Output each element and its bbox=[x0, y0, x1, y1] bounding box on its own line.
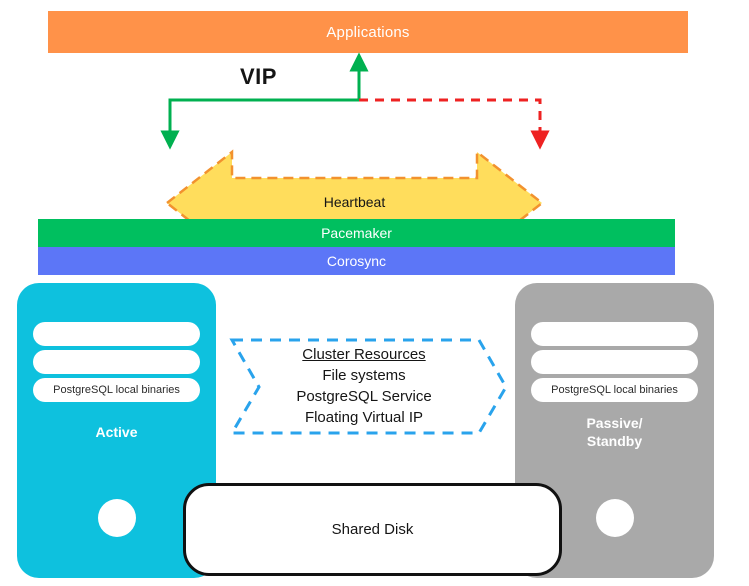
shared-disk-label: Shared Disk bbox=[331, 521, 414, 538]
shared-disk-box: Shared Disk bbox=[183, 483, 562, 576]
node-active-slot-3: PostgreSQL local binaries bbox=[33, 378, 200, 402]
node-standby-label-line1: Passive/ bbox=[586, 415, 643, 431]
cluster-resources-text: Cluster Resources File systems PostgreSQ… bbox=[249, 344, 479, 428]
node-standby-label: Passive/ Standby bbox=[515, 414, 714, 450]
vip-arrow-active bbox=[160, 98, 359, 150]
node-standby-slot-2 bbox=[531, 350, 698, 374]
node-standby-slot-3: PostgreSQL local binaries bbox=[531, 378, 698, 402]
pacemaker-label: Pacemaker bbox=[321, 225, 392, 241]
vip-label: VIP bbox=[240, 64, 277, 89]
node-standby-indicator-dot bbox=[596, 499, 634, 537]
applications-bar: Applications bbox=[48, 11, 688, 53]
cluster-resources-item-2: PostgreSQL Service bbox=[296, 388, 432, 405]
corosync-bar: Corosync bbox=[38, 247, 675, 275]
vip-arrow-standby bbox=[359, 98, 550, 150]
node-active-slot-2 bbox=[33, 350, 200, 374]
node-standby-slot-1 bbox=[531, 322, 698, 346]
corosync-label: Corosync bbox=[326, 253, 387, 269]
cluster-resources-title: Cluster Resources bbox=[302, 346, 426, 363]
node-standby: PostgreSQL local binaries Passive/ Stand… bbox=[515, 283, 714, 578]
node-standby-label-line2: Standby bbox=[586, 433, 643, 449]
pacemaker-bar: Pacemaker bbox=[38, 219, 675, 247]
node-active: PostgreSQL local binaries Active bbox=[17, 283, 216, 578]
heartbeat-label: Heartbeat bbox=[323, 194, 386, 210]
cluster-resources-item-3: Floating Virtual IP bbox=[304, 409, 424, 426]
node-active-indicator-dot bbox=[98, 499, 136, 537]
applications-label: Applications bbox=[326, 23, 410, 41]
node-active-slot-1 bbox=[33, 322, 200, 346]
node-active-label: Active bbox=[95, 424, 138, 440]
cluster-resources-item-1: File systems bbox=[322, 367, 406, 384]
